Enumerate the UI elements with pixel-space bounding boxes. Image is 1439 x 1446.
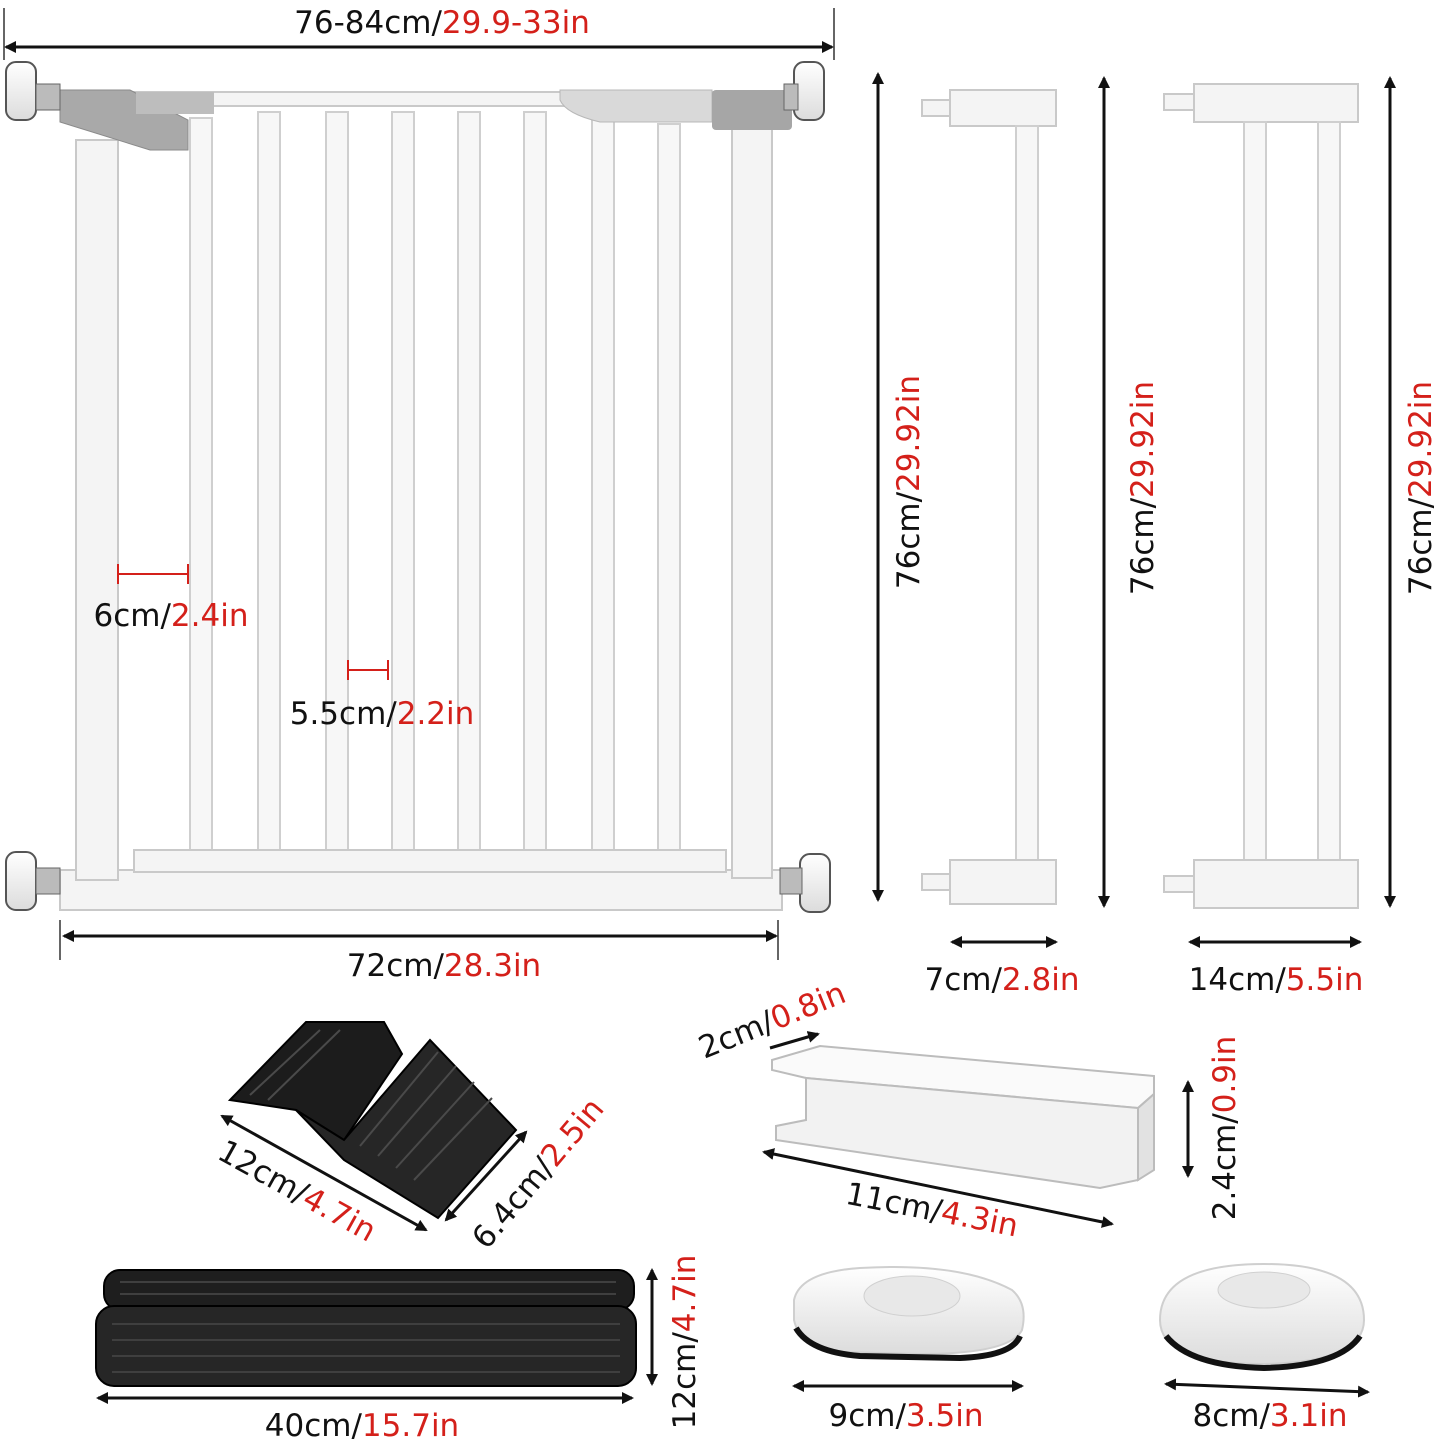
latch-lock [712,90,792,130]
wedge-height-arrow [444,1130,528,1222]
oval-cup-width-label: 9cm/3.5in [829,1398,984,1434]
wall-bumper: 40cm/15.7in 12cm/4.7in [95,1255,703,1444]
extension-7cm: 76cm/29.92in 7cm/2.8in [872,72,1080,998]
extension-14cm: 76cm/29.92in 14cm/5.5in [1098,76,1364,998]
right-post [731,123,773,879]
extension-14cm-height-label: 76cm/29.92in [1125,381,1161,595]
round-cup-width-arrow [1164,1378,1370,1398]
safety-gate: 76-84cm/29.9-33in [3,5,835,984]
bar-gap-dimension [347,660,389,680]
extension-7cm-width-label: 7cm/2.8in [925,962,1080,998]
bracket-depth-arrow [769,1031,820,1050]
extension-14cm-width-label: 14cm/5.5in [1189,962,1364,998]
gate-bars [189,111,681,859]
wall-cup-oval: 9cm/3.5in [792,1265,1025,1434]
bottom-width-label: 72cm/28.3in [347,948,541,984]
pressure-spindle-icon [5,61,831,913]
bracket-height-label: 2.4cm/0.9in [1207,1036,1243,1221]
stair-wedge: 12cm/4.7in 6.4cm/2.5in [212,1021,611,1256]
left-post [75,139,119,881]
top-width-label: 76-84cm/29.9-33in [294,5,590,41]
extension-7cm-height-label: 76cm/29.92in [891,375,927,589]
bumper-length-label: 40cm/15.7in [265,1408,459,1444]
latch-handle [559,89,713,123]
wall-cup-round: 8cm/3.1in [1158,1262,1370,1434]
extension-right-height-label: 76cm/29.92in [1403,381,1439,595]
wedge-length-arrow [220,1114,428,1232]
round-cup-width-label: 8cm/3.1in [1193,1398,1348,1434]
bar-gap-label: 5.5cm/2.2in [290,696,475,732]
side-bar-dimension [117,564,189,584]
extension-right-height: 76cm/29.92in [1384,76,1439,908]
bracket-length-arrow [762,1148,1114,1228]
u-bracket: 2cm/0.8in 2.4cm/0.9in 11cm/4.3in [694,975,1243,1245]
gate-bottom-bar [133,849,727,873]
bumper-height-label: 12cm/4.7in [667,1255,703,1430]
side-bar-label: 6cm/2.4in [94,598,249,634]
bottom-rail [59,869,783,911]
